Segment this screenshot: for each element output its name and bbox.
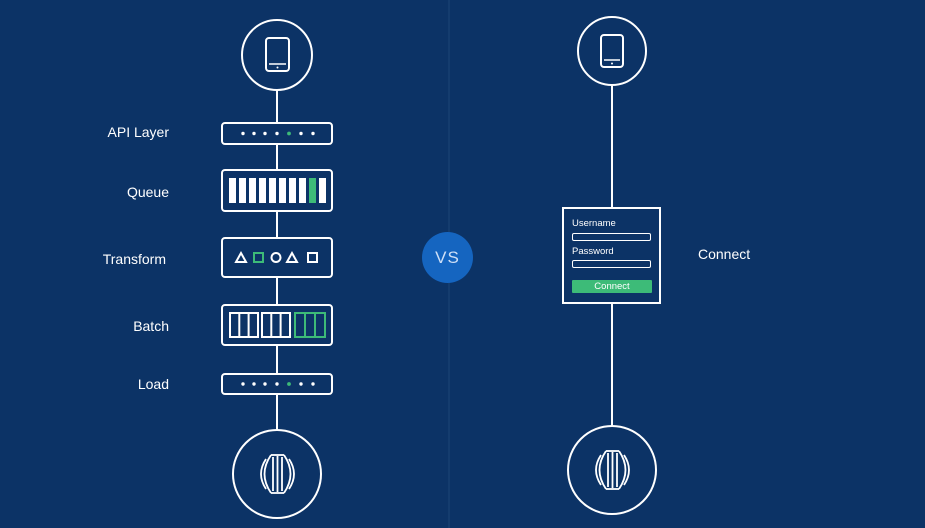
password-field[interactable] — [572, 260, 651, 268]
load-box — [221, 373, 333, 395]
username-field[interactable] — [572, 233, 651, 241]
stage-label-transform: Transform — [102, 251, 166, 267]
stage-label-batch: Batch — [133, 318, 169, 334]
tablet-icon — [600, 34, 624, 68]
api-layer-box — [221, 122, 333, 145]
batch-groups — [229, 312, 326, 338]
load-dots — [241, 382, 315, 386]
vs-badge: VS — [422, 232, 473, 283]
left-tablet-node — [241, 19, 313, 91]
right-tablet-node — [577, 16, 647, 86]
left-database-node — [232, 429, 322, 519]
queue-box — [221, 169, 333, 212]
transform-box — [221, 237, 333, 278]
queue-slots — [229, 178, 326, 203]
username-label: Username — [572, 218, 616, 229]
transform-shapes — [234, 250, 318, 263]
database-icon — [260, 454, 295, 494]
tablet-icon — [265, 37, 290, 72]
connect-side-label: Connect — [698, 246, 751, 262]
right-database-node — [567, 425, 657, 515]
stage-label-queue: Queue — [126, 184, 169, 200]
stage-label-api-layer: API Layer — [107, 124, 169, 140]
connect-button[interactable]: Connect — [572, 280, 652, 293]
batch-box — [221, 304, 333, 346]
password-label: Password — [572, 246, 614, 257]
api-layer-dots — [241, 131, 315, 136]
stage-label-load: Load — [137, 376, 169, 392]
database-icon — [595, 450, 630, 490]
connect-form: Username Password Connect — [562, 207, 661, 304]
